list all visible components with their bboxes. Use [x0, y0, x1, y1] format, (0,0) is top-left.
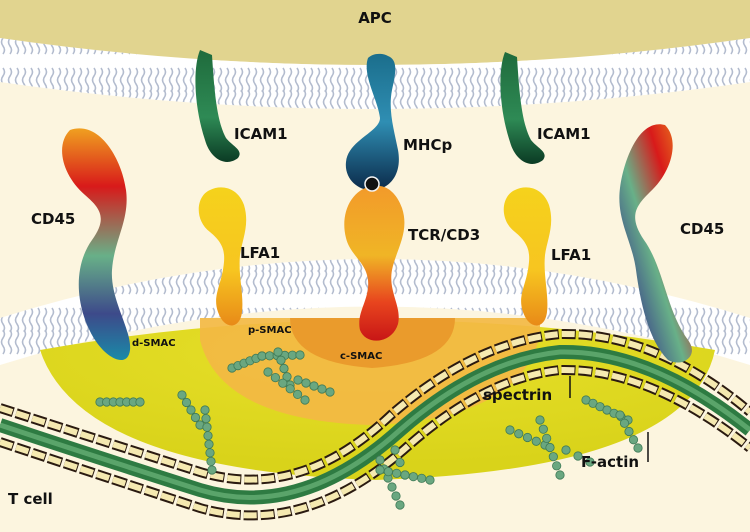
actin-bead [585, 457, 595, 467]
actin-bead [202, 422, 212, 432]
f-actin-label: F-actin [581, 453, 639, 471]
actin-bead [505, 425, 515, 435]
actin-bead [548, 452, 558, 462]
actin-bead [552, 461, 562, 471]
p-smac-label: p-SMAC [248, 325, 292, 336]
actin-bead [628, 435, 639, 445]
actin-bead [522, 432, 533, 443]
f-actin-filaments [95, 347, 643, 510]
actin-bead [278, 378, 288, 388]
actin-bead [186, 405, 196, 415]
apc-label: APC [358, 9, 392, 27]
tcr-cd3-label: TCR/CD3 [408, 226, 480, 244]
actin-bead [391, 491, 401, 501]
actin-bead [276, 355, 286, 365]
actin-bead [200, 405, 210, 415]
actin-bead [206, 456, 216, 467]
actin-bead [390, 445, 400, 455]
lfa1-label-right: LFA1 [551, 246, 591, 264]
actin-bead [395, 500, 405, 510]
tcr-cd3-molecule [344, 185, 405, 341]
actin-bead [545, 442, 555, 453]
spectrin-band-highlight [0, 349, 750, 500]
p-smac-zone [200, 318, 540, 425]
lfa1-label-left: LFA1 [240, 244, 280, 262]
actin-bead [263, 367, 273, 377]
actin-bead [190, 412, 201, 423]
actin-bead [383, 467, 393, 477]
actin-bead [514, 429, 524, 439]
actin-bead [201, 413, 211, 424]
actin-bead [295, 350, 305, 360]
icam1-label-left: ICAM1 [234, 125, 288, 143]
actin-bead [264, 351, 275, 361]
actin-bead [204, 439, 214, 449]
peptide-contact-dot [364, 176, 380, 192]
lfa1-molecule-left [198, 187, 247, 326]
actin-bead [392, 468, 402, 478]
actin-bead [293, 375, 303, 385]
actin-bead [573, 451, 583, 461]
tcell-membrane-lipids [0, 259, 750, 365]
actin-bead [273, 347, 283, 357]
actin-bead [400, 470, 410, 480]
actin-bead [270, 372, 280, 383]
actin-bead [561, 445, 571, 455]
c-smac-zone [290, 318, 455, 368]
actin-bead [538, 424, 548, 434]
actin-bead [325, 387, 335, 397]
mhcp-molecule [345, 53, 399, 191]
actin-bead [531, 436, 541, 446]
spectrin-filament-lower-inner [0, 366, 750, 519]
actin-bead [375, 455, 385, 465]
actin-bead [619, 418, 630, 428]
actin-bead [279, 363, 289, 374]
actin-bead [417, 473, 427, 483]
actin-bead [292, 389, 303, 399]
actin-bead [287, 350, 297, 360]
t-cell-label: T cell [8, 490, 53, 508]
actin-bead [203, 431, 213, 441]
actin-bead [408, 472, 418, 482]
actin-bead [181, 397, 192, 408]
actin-bead [207, 465, 217, 475]
cd45-molecule-right [619, 124, 692, 363]
actin-bead [624, 426, 634, 437]
actin-bead [395, 457, 405, 468]
d-smac-label: d-SMAC [132, 338, 176, 349]
spectrin-label: spectrin [483, 386, 552, 404]
actin-bead [615, 410, 625, 420]
actin-bead [535, 415, 545, 425]
c-smac-label: c-SMAC [340, 351, 382, 362]
spectrin-filament-upper-inner [0, 330, 750, 483]
apc-region [0, 0, 750, 65]
lfa1-molecule-right [503, 187, 552, 326]
actin-bead [317, 384, 327, 394]
cd45-molecule-left [62, 128, 131, 361]
icam1-label-right: ICAM1 [537, 125, 591, 143]
icam1-molecule-left [195, 50, 240, 162]
actin-bead [135, 397, 145, 407]
actin-bead [282, 372, 292, 382]
actin-bead [285, 384, 295, 394]
actin-bead [375, 465, 385, 475]
cd45-label-right: CD45 [680, 220, 724, 238]
actin-bead [300, 395, 310, 405]
actin-bead [177, 390, 187, 400]
actin-bead [425, 475, 435, 485]
cd45-label-left: CD45 [31, 210, 75, 228]
mhcp-label: MHCp [403, 136, 452, 154]
actin-bead [309, 381, 319, 391]
actin-bead [205, 448, 215, 458]
actin-bead [633, 443, 643, 453]
actin-bead [301, 378, 311, 388]
actin-bead [542, 433, 552, 443]
icam1-molecule-right [500, 52, 545, 164]
actin-bead [555, 470, 565, 480]
actin-bead [387, 482, 397, 492]
actin-bead [257, 351, 267, 361]
